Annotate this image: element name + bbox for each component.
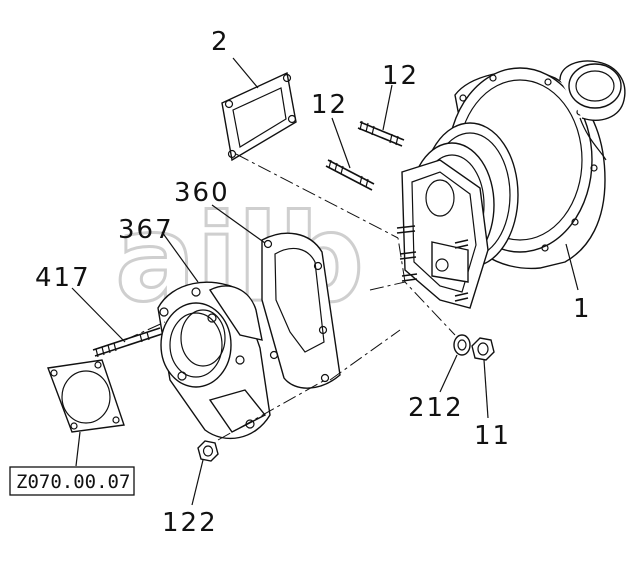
callout-12-upper: 12 [382, 61, 419, 91]
stud-part-12-lower [325, 117, 375, 191]
leader-367 [161, 231, 199, 283]
nut-part-11 [471, 337, 495, 419]
reference-gasket [47, 359, 125, 467]
callout-2: 2 [211, 27, 230, 57]
gasket-part-360 [211, 204, 341, 389]
leader-2 [232, 57, 259, 89]
washer-part-212 [439, 334, 471, 393]
callout-360: 360 [174, 178, 230, 208]
callout-122: 122 [162, 508, 218, 538]
alignment-lines [124, 153, 456, 441]
leader-11 [483, 359, 489, 419]
callout-417: 417 [35, 263, 91, 293]
leader-1 [565, 243, 579, 291]
callouts: 1 2 12 12 360 367 417 212 11 122 [35, 27, 592, 538]
callout-367: 367 [118, 215, 174, 245]
callout-1: 1 [573, 294, 592, 324]
leader-12-upper [382, 84, 393, 131]
leader-417 [71, 287, 126, 343]
leader-212 [439, 354, 458, 393]
leader-12-lower [331, 117, 351, 169]
leader-122 [191, 459, 204, 506]
reference-label: Z070.00.07 [16, 471, 130, 493]
callout-212: 212 [408, 393, 464, 423]
gasket-part-2 [221, 57, 297, 162]
reference-link[interactable]: Z070.00.07 [9, 466, 135, 496]
leader-360 [211, 204, 266, 244]
nut-part-122 [191, 440, 219, 506]
callout-11: 11 [474, 421, 511, 451]
leader-reference [75, 431, 81, 467]
callout-12-lower: 12 [311, 90, 348, 120]
turbocharger-part-1 [396, 60, 626, 309]
adapter-part-367 [157, 231, 271, 440]
stud-part-12-upper [357, 84, 405, 147]
reference-box [9, 466, 135, 496]
